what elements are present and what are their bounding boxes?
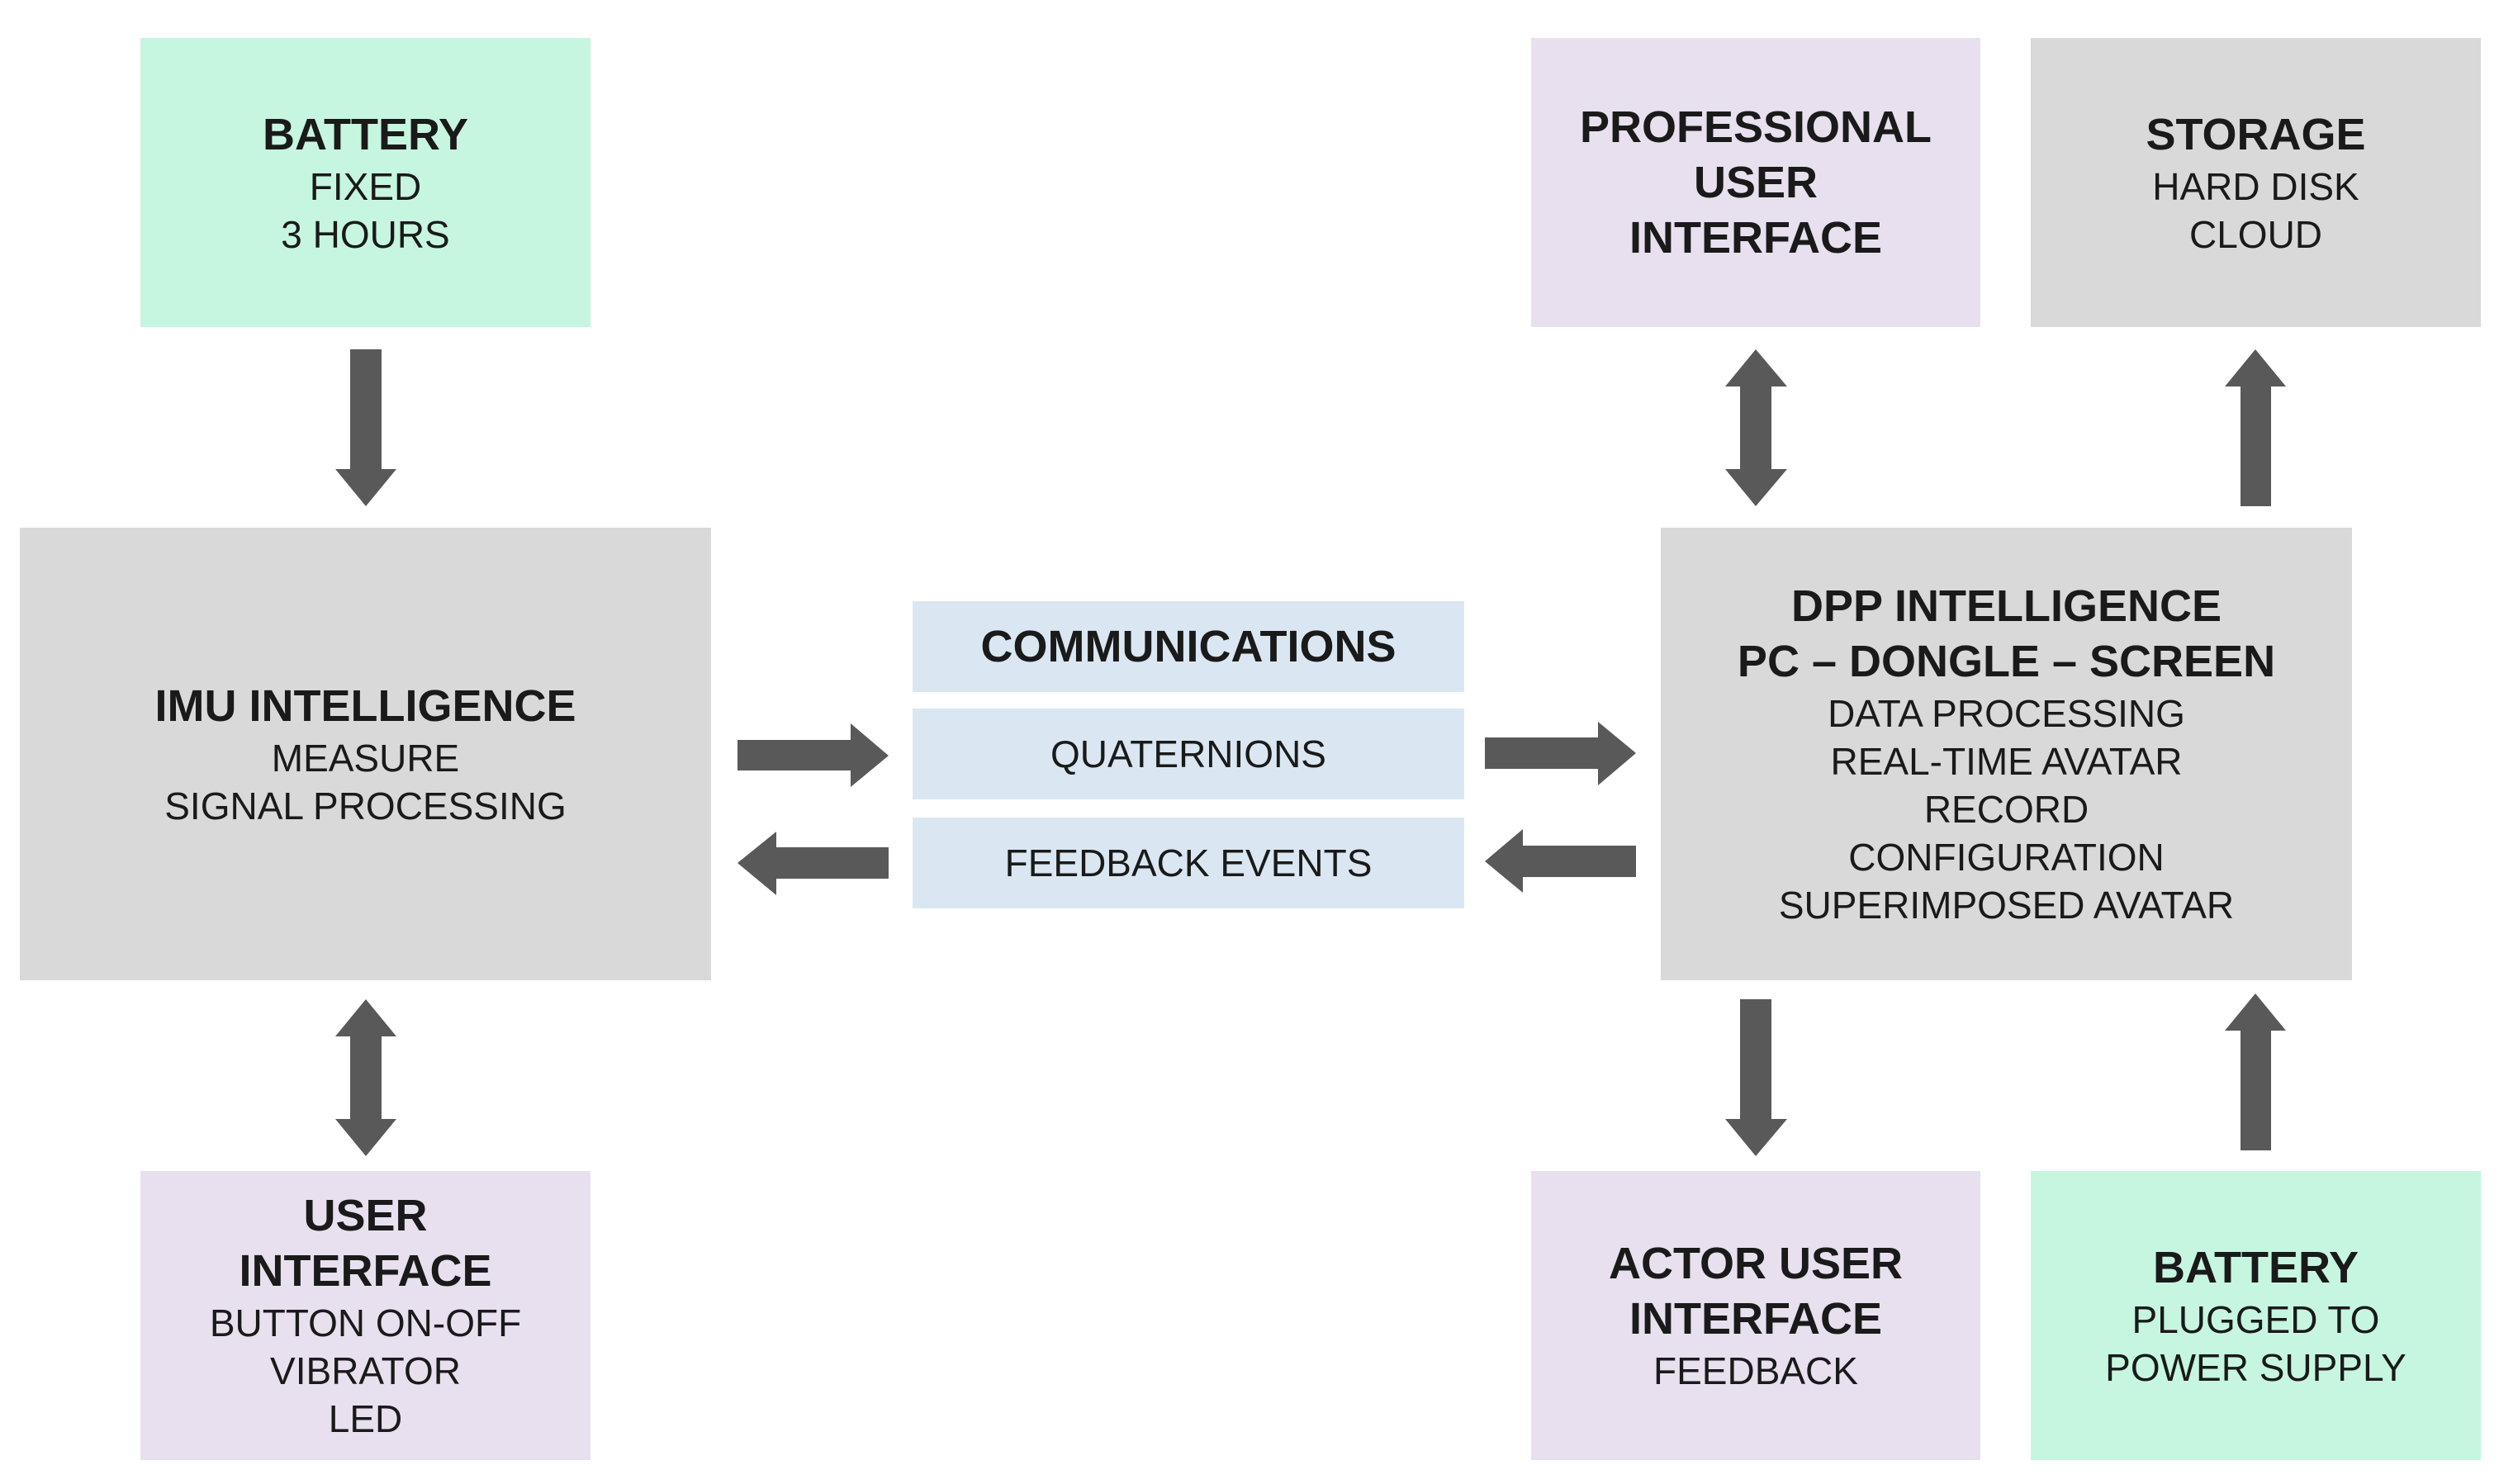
battery-plugged-line-1: PLUGGED TO [2132,1297,2380,1341]
dpp-line-superimposed-avatar: SUPERIMPOSED AVATAR [1778,884,2235,927]
professional-user-interface-box: PROFESSIONAL USER INTERFACE [1531,38,1980,327]
actor-ui-title-2: INTERFACE [1629,1294,1883,1344]
user-interface-title-2: INTERFACE [239,1246,492,1296]
arrow-imu-to-communications [737,723,889,787]
battery-plugged-box: BATTERY PLUGGED TO POWER SUPPLY [2031,1171,2481,1460]
storage-box: STORAGE HARD DISK CLOUD [2031,38,2481,327]
dpp-title-1: DPP INTELLIGENCE [1790,581,2222,631]
imu-intelligence-title: IMU INTELLIGENCE [154,680,576,731]
dpp-line-record: RECORD [1923,788,2089,831]
feedback-events-box: FEEDBACK EVENTS [913,818,1464,908]
user-interface-line-vibrator: VIBRATOR [270,1349,461,1392]
arrow-dpp-to-actor-ui [1725,999,1787,1156]
dpp-line-real-time-avatar: REAL-TIME AVATAR [1830,740,2183,783]
arrow-battery-to-imu [335,349,396,506]
actor-ui-title-1: ACTOR USER [1608,1239,1904,1288]
user-interface-box: USER INTERFACE BUTTON ON-OFF VIBRATOR LE… [140,1171,590,1460]
arrow-dpp-to-communications [1485,829,1636,893]
battery-plugged-title: BATTERY [2153,1242,2359,1292]
battery-fixed-line-1: FIXED [309,164,422,208]
imu-line-measure: MEASURE [271,736,460,780]
dpp-line-data-processing: DATA PROCESSING [1828,692,2185,735]
user-interface-line-led: LED [328,1397,403,1440]
imu-intelligence-box: IMU INTELLIGENCE MEASURE SIGNAL PROCESSI… [20,528,711,980]
imu-line-signal-processing: SIGNAL PROCESSING [164,784,567,827]
feedback-events-label: FEEDBACK EVENTS [1004,842,1373,884]
arrow-professional-ui-dpp [1725,349,1787,506]
professional-ui-title-3: INTERFACE [1629,212,1883,263]
quaternions-label: QUATERNIONS [1050,733,1326,775]
dpp-intelligence-box: DPP INTELLIGENCE PC – DONGLE – SCREEN DA… [1661,528,2352,980]
battery-plugged-line-2: POWER SUPPLY [2105,1345,2407,1389]
actor-ui-line-feedback: FEEDBACK [1653,1349,1858,1392]
dpp-line-configuration: CONFIGURATION [1848,836,2165,879]
arrow-dpp-to-storage [2225,349,2286,506]
actor-user-interface-box: ACTOR USER INTERFACE FEEDBACK [1531,1171,1980,1460]
professional-ui-title-1: PROFESSIONAL [1579,102,1932,152]
arrow-communications-to-imu [737,832,889,895]
battery-fixed-line-2: 3 HOURS [281,212,450,256]
storage-line-hard-disk: HARD DISK [2152,164,2359,208]
arrow-battery-to-dpp [2225,993,2286,1150]
storage-line-cloud: CLOUD [2188,212,2323,256]
quaternions-box: QUATERNIONS [913,709,1464,799]
user-interface-line-button: BUTTON ON-OFF [209,1301,522,1344]
communications-header: COMMUNICATIONS [913,601,1464,692]
user-interface-title-1: USER [303,1191,428,1240]
communications-title: COMMUNICATIONS [980,622,1396,671]
dpp-title-2: PC – DONGLE – SCREEN [1737,637,2276,686]
battery-fixed-box: BATTERY FIXED 3 HOURS [140,38,590,327]
professional-ui-title-2: USER [1693,157,1819,207]
arrow-communications-to-dpp [1485,722,1636,785]
battery-fixed-title: BATTERY [263,109,468,159]
storage-title: STORAGE [2146,109,2366,159]
arrow-imu-user-interface [335,999,396,1156]
